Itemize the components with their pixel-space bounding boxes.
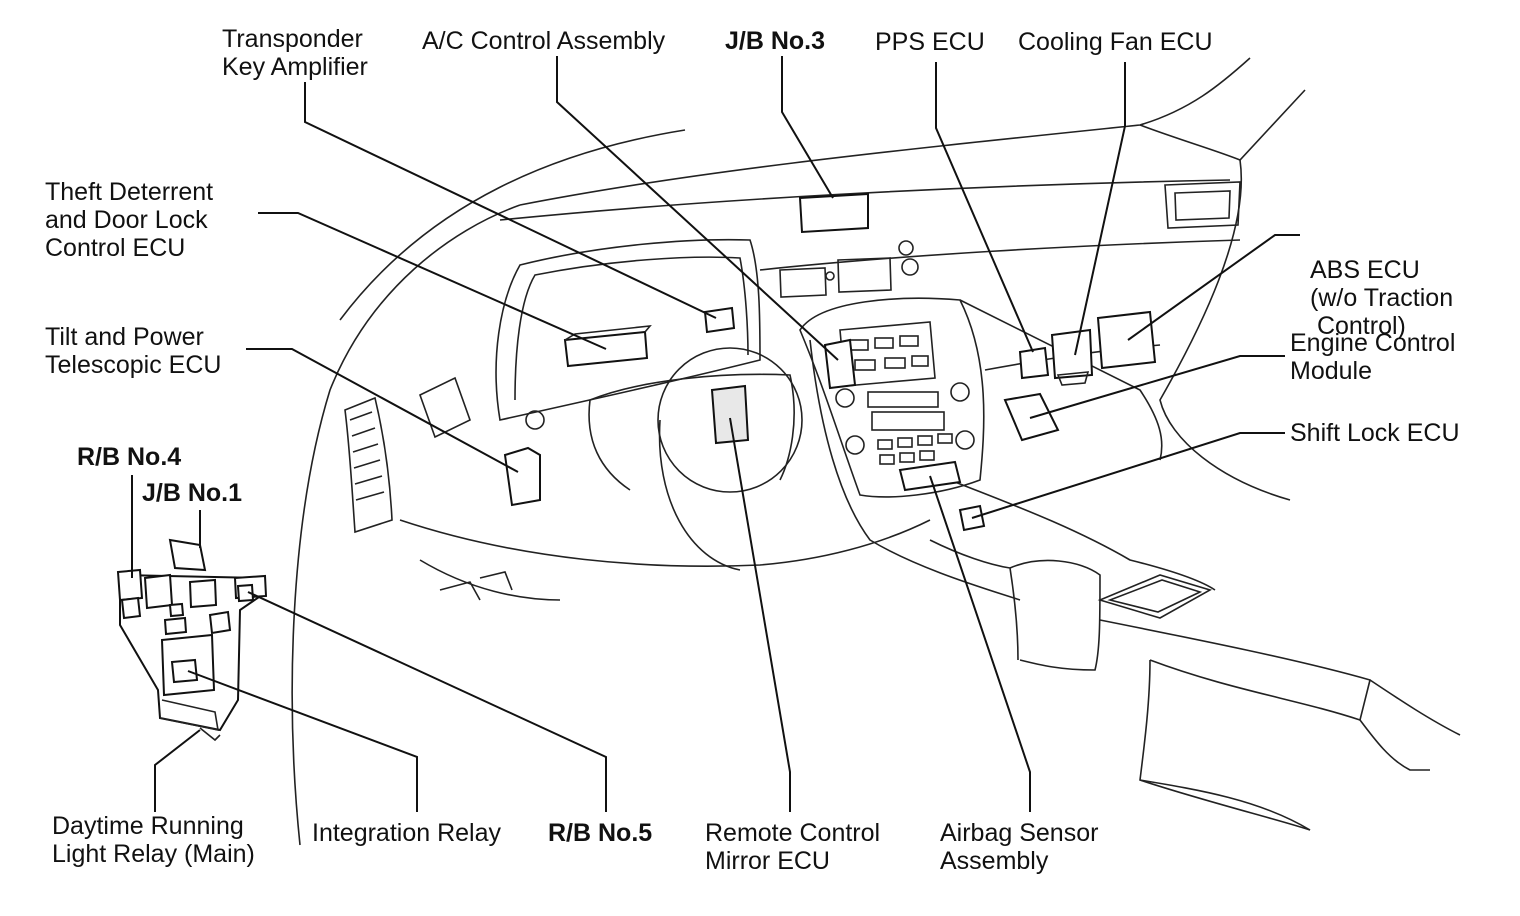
label-abs-ecu: ABS ECU(w/o Traction Control) <box>1310 256 1454 340</box>
label-rb-no4: R/B No.4 <box>77 443 182 471</box>
label-ac-control-assembly: A/C Control Assembly <box>422 27 666 55</box>
label-cooling-fan-ecu: Cooling Fan ECU <box>1018 28 1213 56</box>
transponder-box <box>703 306 736 334</box>
pps-ecu-box <box>1018 346 1050 380</box>
dashboard-outline <box>291 57 1461 846</box>
label-jb-no3: J/B No.3 <box>725 27 826 55</box>
jb3-box <box>798 192 869 234</box>
label-shift-lock-ecu: Shift Lock ECU <box>1290 419 1460 447</box>
label-rb-no5: R/B No.5 <box>548 819 653 847</box>
label-integration-relay: Integration Relay <box>312 819 502 847</box>
theft-deterrent-box <box>563 324 652 368</box>
cooling-fan-box <box>1050 328 1094 386</box>
remote-mirror-box <box>710 384 750 445</box>
junction-block-assembly <box>116 538 268 742</box>
label-jb-no1: J/B No.1 <box>142 479 243 507</box>
ac-control-box <box>823 338 857 390</box>
leader-lines <box>131 56 1300 812</box>
abs-ecu-box <box>1096 310 1157 370</box>
label-pps-ecu: PPS ECU <box>875 28 985 56</box>
tilt-telescopic-box <box>503 446 541 507</box>
